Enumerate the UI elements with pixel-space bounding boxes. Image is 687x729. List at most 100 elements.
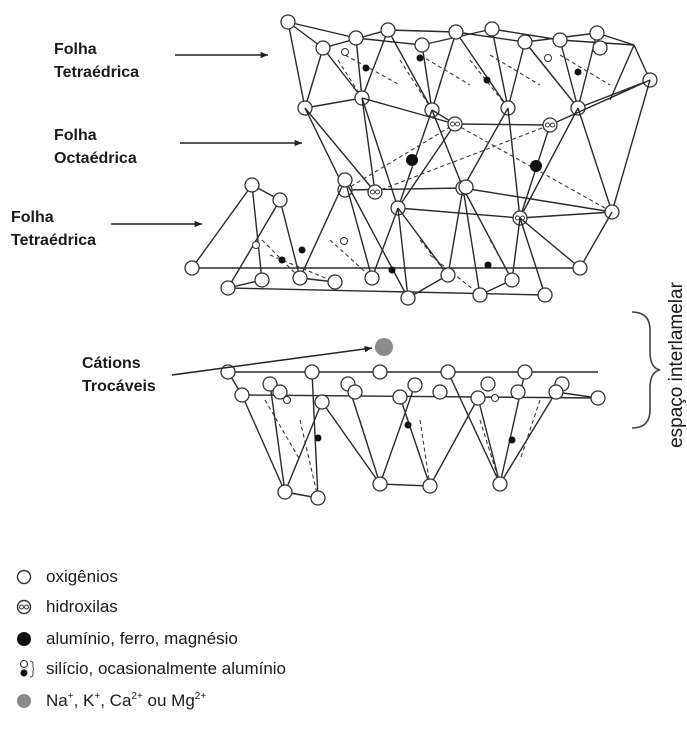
bond-line	[519, 211, 613, 219]
oxygen-atom	[517, 364, 533, 380]
bond-line	[519, 217, 581, 269]
oxygen-atom	[590, 390, 606, 406]
bond-line	[579, 211, 613, 269]
layer-structure	[184, 14, 658, 506]
legend-row-aluminum: alumínio, ferro, magnésio	[14, 628, 238, 650]
bond-line	[191, 184, 253, 269]
silicon-atom	[388, 266, 396, 274]
bond-line	[559, 39, 579, 109]
bond-line	[379, 483, 431, 487]
silicon-atom-open	[544, 54, 552, 62]
oxygen-atom	[414, 37, 430, 53]
oxygen-atom	[589, 25, 605, 41]
bond-line	[361, 29, 389, 99]
oxygen-atom	[472, 287, 488, 303]
bond-line	[344, 187, 464, 191]
oxygen-atom	[510, 384, 526, 400]
bond-line	[304, 97, 363, 109]
legend-row-silicon: silício, ocasionalmente alumínio	[14, 658, 286, 680]
bond-line	[611, 79, 651, 213]
bond-line	[387, 29, 457, 33]
silicon-atom	[362, 64, 370, 72]
bond-dashed	[329, 239, 373, 279]
bond-line	[577, 107, 613, 213]
hydroxyl-inner	[370, 189, 375, 195]
oxygen-atom	[422, 478, 438, 494]
bond-dashed	[469, 59, 509, 109]
bond-line	[355, 37, 423, 46]
bond-line	[429, 397, 479, 487]
aluminum-iron-magnesium-atom	[406, 154, 418, 166]
bond-line	[477, 397, 501, 485]
oxygen-atom	[310, 490, 326, 506]
bond-dashed	[264, 399, 301, 461]
bond-line	[227, 287, 546, 296]
silicon-atom	[404, 421, 412, 429]
label-arrows	[111, 51, 373, 376]
hydroxyl-inner	[455, 121, 460, 127]
oxygen-atom	[348, 30, 364, 46]
oxygen-atom	[458, 179, 474, 195]
oxygen-atom	[484, 21, 500, 37]
oxygen-atom	[480, 376, 496, 392]
oxygen-atom	[315, 40, 331, 56]
bond-line	[379, 384, 416, 485]
bond-dashed	[559, 54, 611, 86]
arrow-octahedral-head	[294, 139, 302, 147]
bond-line	[549, 79, 651, 126]
bond-line	[407, 274, 449, 299]
bond-dashed	[489, 54, 541, 86]
silicon-atom-open	[340, 237, 348, 245]
bond-line	[462, 187, 613, 213]
bond-line	[421, 44, 433, 111]
bond-line	[344, 179, 409, 299]
oxygen-atom	[254, 272, 270, 288]
oxygen-atom	[572, 260, 588, 276]
oxygen-atom	[364, 270, 380, 286]
bond-line	[397, 207, 409, 299]
oxygen-atom	[400, 290, 416, 306]
bond-dashed	[299, 419, 319, 499]
silicon-atom	[484, 261, 492, 269]
bond-line	[269, 383, 286, 493]
bond-line	[455, 31, 526, 43]
bond-dashed	[539, 59, 579, 109]
open-circle-icon	[16, 569, 32, 585]
bond-dashed	[399, 59, 433, 111]
bond-line	[397, 207, 449, 276]
filled-circle-icon	[17, 632, 31, 646]
oxygen-atom	[347, 384, 363, 400]
arrow-cations	[171, 347, 373, 376]
oxygen-atom	[280, 14, 296, 30]
oxygen-atom	[220, 280, 236, 296]
bond-dashed	[429, 254, 481, 296]
bond-line	[361, 97, 376, 193]
oxygen-atom	[492, 476, 508, 492]
bond-line	[299, 179, 346, 279]
bond-line	[455, 31, 509, 109]
oxygen-atom	[244, 177, 260, 193]
oxygen-atom	[440, 364, 456, 380]
bond-line	[431, 109, 464, 189]
oxygen-atom	[277, 484, 293, 500]
legend-row-cations: Na+, K+, Ca2+ ou Mg2+	[14, 690, 206, 712]
hydroxyl-atom	[542, 117, 558, 133]
oxygen-atom	[327, 274, 343, 290]
legend-text-cations: Na+, K+, Ca2+ ou Mg2+	[46, 691, 207, 710]
silicon-atom	[278, 256, 286, 264]
oxygen-atom	[548, 384, 564, 400]
bond-line	[399, 396, 431, 487]
bond-line	[431, 31, 457, 111]
bond-dashed	[454, 123, 613, 213]
arrow-cations-head	[364, 345, 372, 353]
oxygen-atom	[234, 387, 250, 403]
bond-line	[321, 401, 381, 485]
oxygen-atom	[372, 476, 388, 492]
bond-line	[519, 217, 546, 296]
oxygen-atom	[552, 32, 568, 48]
bond-dashed	[419, 54, 471, 86]
bond-line	[279, 199, 301, 279]
oxygen-atom	[262, 376, 278, 392]
